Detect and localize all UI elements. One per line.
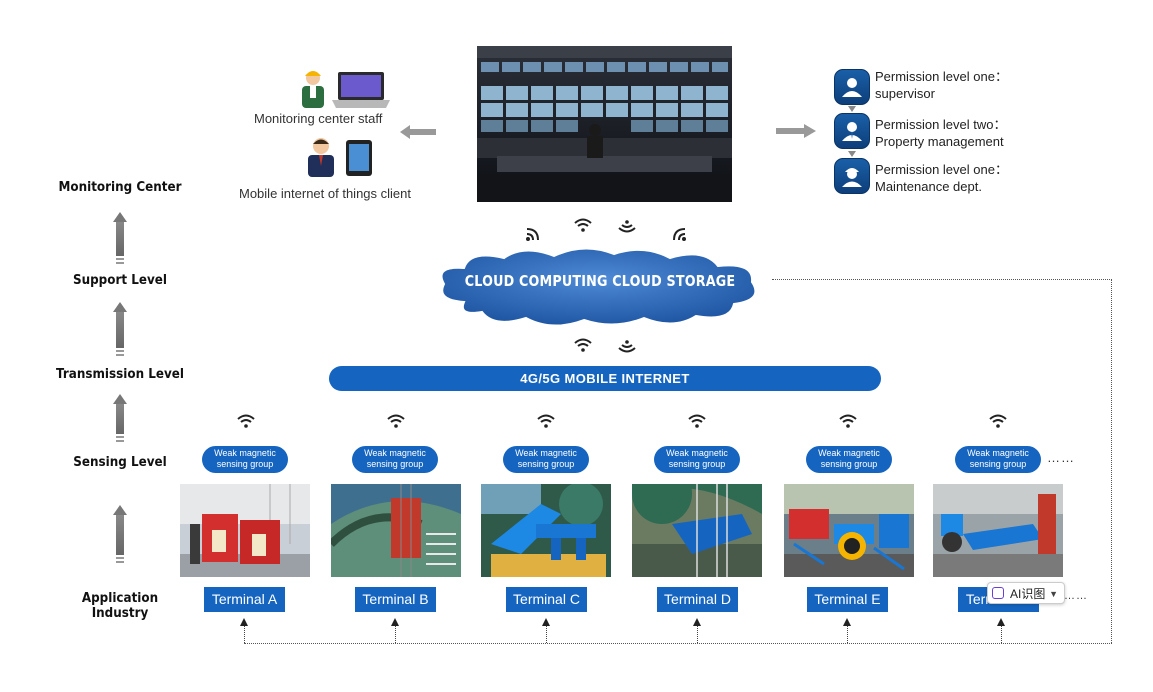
ai-icon xyxy=(992,587,1004,599)
terminal-e-label: Terminal E xyxy=(807,587,888,612)
permission-2: Permission level two： Property managemen… xyxy=(875,117,1007,149)
permission-3: Permission level one： Maintenance dept. xyxy=(875,162,1008,194)
dotted-line xyxy=(1111,279,1112,643)
wifi-icon xyxy=(387,414,405,428)
property-manager-icon xyxy=(834,113,870,149)
signal-icon xyxy=(526,228,539,241)
wifi-icon xyxy=(574,338,592,352)
wifi-icon xyxy=(688,414,706,428)
dotted-line xyxy=(244,643,1112,644)
level-support: Support Level xyxy=(72,273,167,288)
up-arrow-icon xyxy=(113,505,127,563)
terminal-a-label: Terminal A xyxy=(204,587,285,612)
up-arrow-icon xyxy=(391,618,399,626)
level-transmission: Transmission Level xyxy=(56,367,184,382)
up-arrow-icon xyxy=(843,618,851,626)
terminal-c-label: Terminal C xyxy=(506,587,587,612)
supervisor-icon xyxy=(834,69,870,105)
wifi-icon xyxy=(989,414,1007,428)
ellipsis: …… xyxy=(1047,450,1075,465)
wifi-up-icon xyxy=(618,220,636,233)
cloud-label: CLOUD COMPUTING CLOUD STORAGE xyxy=(464,272,736,290)
level-application: Application Industry xyxy=(81,591,159,621)
ellipsis: …… xyxy=(1064,590,1088,602)
client-tablet-icon xyxy=(308,138,372,177)
mobile-internet-bar: 4G/5G MOBILE INTERNET xyxy=(329,366,881,391)
up-arrow-icon xyxy=(693,618,701,626)
wifi-icon xyxy=(574,218,592,232)
up-arrow-icon xyxy=(240,618,248,626)
monitoring-room-image xyxy=(477,46,732,202)
down-arrow-icon xyxy=(848,151,856,157)
terminal-d-label: Terminal D xyxy=(657,587,738,612)
permission-1: Permission level one： supervisor xyxy=(875,69,1008,101)
wifi-icon xyxy=(237,414,255,428)
cloud-shape xyxy=(440,247,757,327)
staff-caption: Monitoring center staff xyxy=(254,111,383,126)
up-arrow-icon xyxy=(113,302,127,356)
equipment-photo-e xyxy=(784,484,914,577)
equipment-photo-c xyxy=(481,484,611,577)
wifi-icon xyxy=(839,414,857,428)
dotted-line xyxy=(772,279,1112,280)
equipment-photo-a xyxy=(180,484,310,577)
equipment-photo-f xyxy=(933,484,1063,577)
maintenance-worker-icon xyxy=(834,158,870,194)
chevron-down-icon[interactable]: ▼ xyxy=(1049,589,1058,599)
ai-image-recognition-button[interactable]: AI识图 ▼ xyxy=(987,582,1065,604)
up-arrow-icon xyxy=(113,394,127,442)
equipment-photo-b xyxy=(331,484,461,577)
up-arrow-icon xyxy=(113,212,127,264)
staff-laptop-icon xyxy=(302,71,390,108)
signal-icon xyxy=(673,228,686,241)
level-sensing: Sensing Level xyxy=(73,455,167,470)
left-arrow-icon xyxy=(400,125,436,139)
level-monitoring-center: Monitoring Center xyxy=(58,180,182,195)
equipment-photo-d xyxy=(632,484,762,577)
client-caption: Mobile internet of things client xyxy=(239,186,411,201)
wifi-icon xyxy=(537,414,555,428)
right-arrow-icon xyxy=(776,124,816,138)
down-arrow-icon xyxy=(848,106,856,112)
wifi-up-icon xyxy=(618,340,636,353)
up-arrow-icon xyxy=(997,618,1005,626)
up-arrow-icon xyxy=(542,618,550,626)
terminal-b-label: Terminal B xyxy=(355,587,436,612)
